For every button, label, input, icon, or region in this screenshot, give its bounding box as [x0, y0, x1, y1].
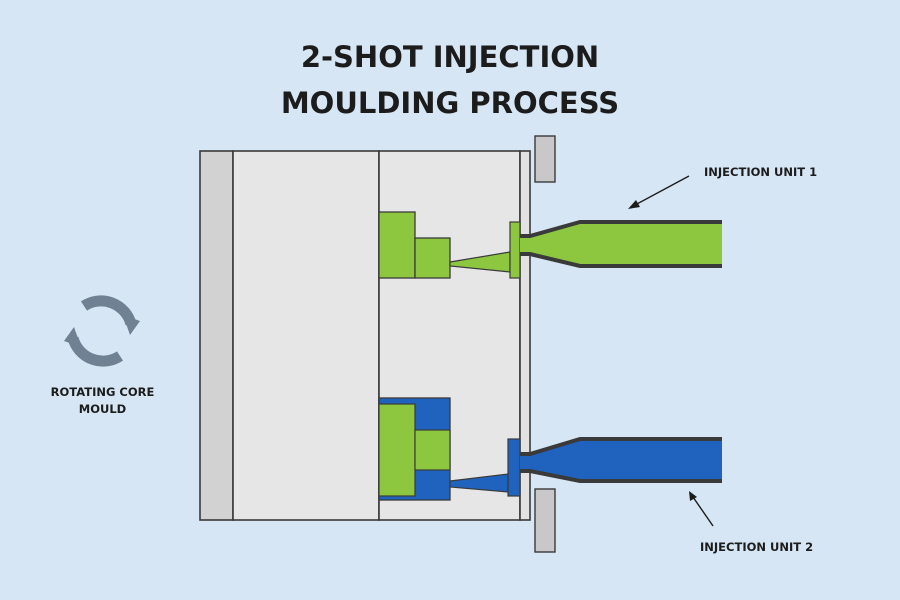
injection-unit-2-barrel: [520, 437, 722, 483]
injection-unit-2-label: INJECTION UNIT 2: [700, 540, 814, 554]
pointer-arrow-unit-2: [689, 491, 714, 527]
rotate-arrows-icon: [64, 295, 140, 367]
right-fixed-plate: [519, 150, 531, 521]
moving-mould-half: [232, 150, 380, 521]
green-sprue-bushing: [509, 221, 521, 279]
green-part-main: [378, 211, 416, 279]
green-part-step: [414, 237, 451, 279]
green-insert-left: [378, 403, 416, 497]
tie-bar-bottom: [534, 488, 556, 553]
first-shot-cavity: [378, 211, 521, 279]
green-insert-step: [414, 429, 451, 471]
title-line-2: MOULDING PROCESS: [280, 86, 620, 120]
rotating-core-label-line-2: MOULD: [78, 402, 127, 416]
rotating-core-label-line-1: ROTATING CORE: [50, 385, 155, 399]
tie-bar-top: [534, 135, 556, 183]
injection-unit-1-barrel: [520, 220, 722, 268]
title-line-1: 2-SHOT INJECTION: [300, 40, 600, 74]
pointer-arrow-unit-1: [628, 175, 690, 209]
blue-sprue-bushing: [507, 438, 521, 497]
left-clamp-plate: [199, 150, 234, 521]
injection-unit-1-label: INJECTION UNIT 1: [704, 165, 818, 179]
diagram-title: 2-SHOT INJECTION MOULDING PROCESS: [0, 34, 900, 126]
rotating-core-label: ROTATING CORE MOULD: [40, 384, 165, 418]
second-shot-cavity: [378, 397, 521, 501]
